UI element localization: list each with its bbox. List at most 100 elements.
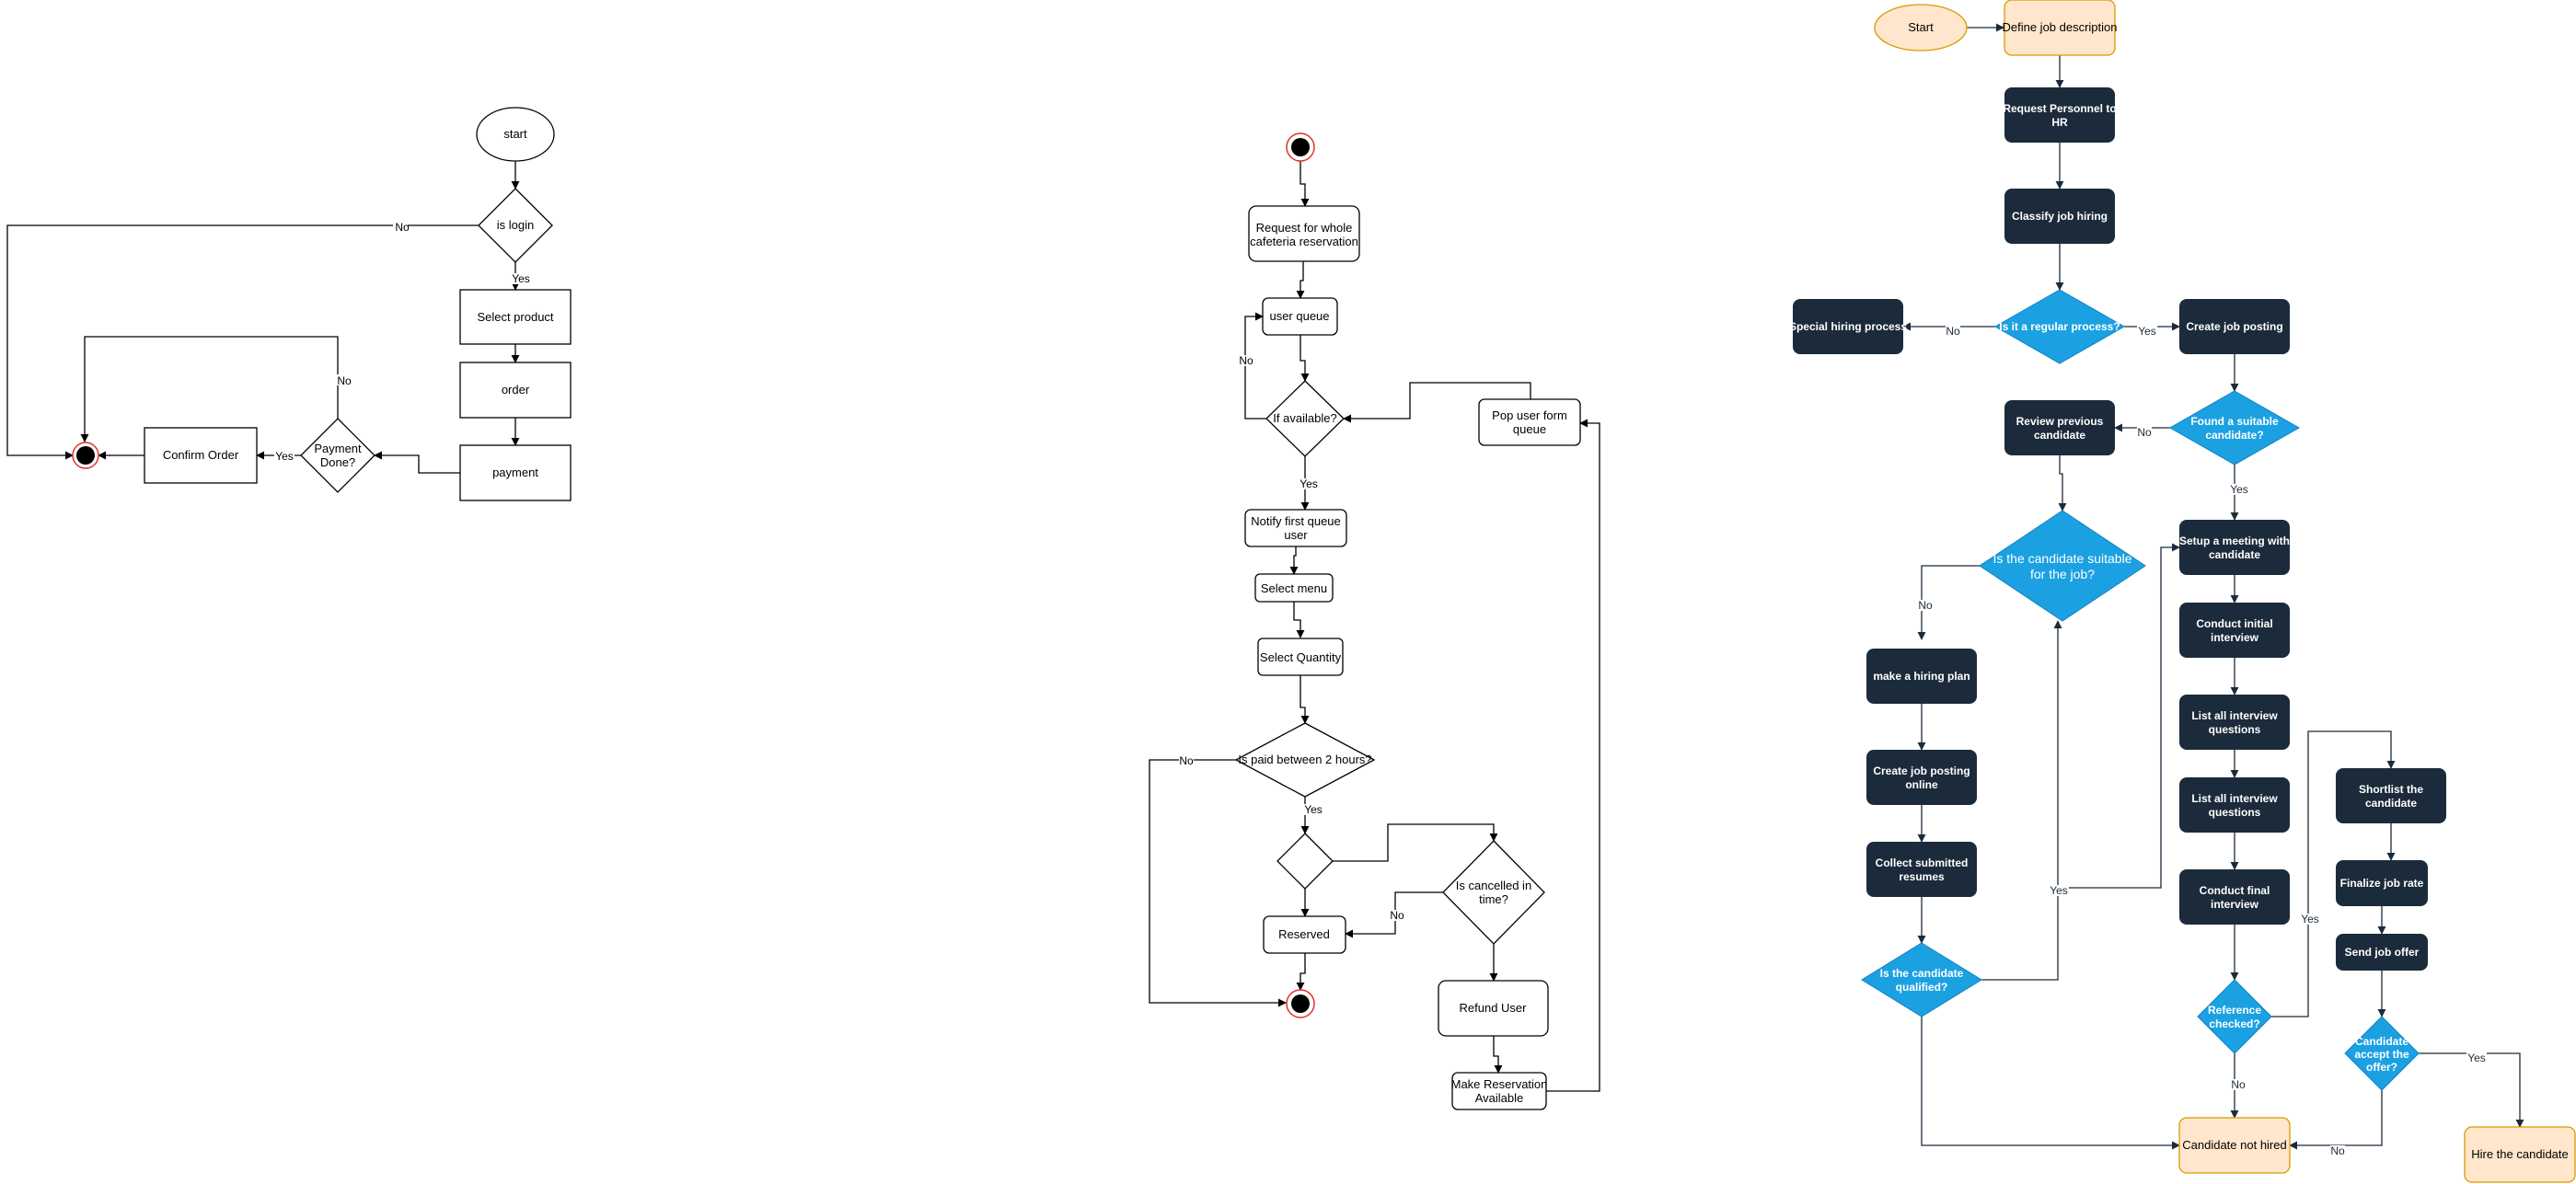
edge-qualified-nothired (1921, 1017, 2180, 1150)
if-available-decision (1265, 380, 1345, 457)
reference-checked-line1: Reference (2208, 1004, 2261, 1017)
is-suitable-line1: Is the candidate suitable (1993, 551, 2132, 566)
payment-node (459, 444, 572, 501)
edge-label-bg (1918, 600, 1933, 611)
edge-label-bg (2229, 484, 2249, 495)
initial-interview-line1: Conduct initial (2196, 617, 2272, 630)
initial-interview-node (2179, 603, 2290, 658)
edge-suitable-plan (1917, 565, 1984, 640)
edge-start-request (1300, 161, 1310, 207)
reserved-node (1263, 915, 1346, 954)
order-label: order (502, 383, 530, 397)
is-qualified-line2: qualified? (1896, 981, 1948, 994)
edge-label-no-login: No (395, 221, 410, 234)
request-personnel-line2: HR (2051, 116, 2068, 129)
classify-label: Classify job hiring (2012, 210, 2108, 223)
collect-resumes-line2: resumes (1899, 870, 1945, 883)
edge-label-yes-qualified: Yes (2050, 884, 2068, 897)
reserved-label: Reserved (1278, 927, 1330, 941)
request-node (1248, 205, 1360, 262)
edge-make-pop (1546, 419, 1600, 1092)
refund-label: Refund User (1460, 1001, 1528, 1015)
edge-label-bg (2137, 326, 2157, 337)
hiring-plan-label: make a hiring plan (1873, 670, 1970, 683)
select-quantity-node (1257, 638, 1344, 676)
finalize-rate-node (2336, 860, 2428, 906)
make-available-node (1451, 1072, 1547, 1110)
cafe-start-core (1291, 138, 1310, 156)
edge-queue-available (1300, 335, 1310, 382)
request-personnel-line1: Request Personnel to (2003, 102, 2116, 115)
collect-resumes-node (1866, 842, 1977, 897)
notify-line2: user (1284, 528, 1308, 542)
finalize-rate-label: Finalize job rate (2340, 877, 2424, 890)
request-line1: Request for whole (1256, 221, 1353, 235)
is-qualified-line1: Is the candidate (1880, 967, 1964, 980)
user-queue-label: user queue (1269, 309, 1329, 323)
is-regular-decision (1993, 289, 2126, 364)
edge-label-no-regular: No (1946, 325, 1960, 338)
hire-node (2464, 1126, 2576, 1183)
cafeteria-flowchart-nodes: Request for whole cafeteria reservation … (1179, 132, 1581, 1110)
pop-user-node (1478, 398, 1581, 446)
shopping-flowchart-nodes: start is login Select product order paym… (72, 107, 572, 501)
final-interview-line1: Conduct final (2200, 884, 2270, 897)
cafe-end-core (1291, 994, 1310, 1013)
is-cancelled-line1: Is cancelled in (1456, 879, 1531, 892)
edge-label-no-payment: No (337, 374, 352, 387)
edge-paid-no (1149, 759, 1287, 1007)
end-node-core (76, 446, 95, 465)
review-previous-line1: Review previous (2016, 415, 2104, 428)
accept-offer-line2: accept the (2354, 1048, 2409, 1061)
create-posting-label: Create job posting (2186, 320, 2282, 333)
select-menu-label: Select menu (1261, 581, 1327, 595)
start-node (476, 107, 555, 162)
edge-label-no-found: No (2137, 426, 2152, 439)
collect-resumes-line1: Collect submitted (1876, 856, 1969, 869)
edge-label-yes-accept: Yes (2467, 1052, 2486, 1064)
is-cancelled-line2: time? (1479, 892, 1508, 906)
create-posting-node (2179, 299, 2290, 354)
reference-checked-decision (2197, 979, 2272, 1054)
edge-label-yes-paid: Yes (1304, 803, 1323, 816)
edge-done-no (80, 336, 339, 443)
hiring-plan-node (1866, 649, 1977, 704)
not-hired-label: Candidate not hired (2182, 1138, 2286, 1152)
notify-node (1244, 509, 1347, 547)
select-quantity-label: Select Quantity (1260, 650, 1342, 664)
cafeteria-flowchart-edges (1149, 161, 1600, 1092)
initial-interview-line2: interview (2211, 631, 2259, 644)
edge-available-no (1244, 312, 1268, 420)
select-product-node (459, 289, 572, 345)
edge-label-bg (1946, 326, 1960, 337)
edge-accept-hire (2419, 1052, 2524, 1128)
posting-online-line1: Create job posting (1873, 764, 1970, 777)
edge-label-no-accept: No (2330, 1144, 2345, 1157)
edge-request-queue (1296, 261, 1305, 299)
is-login-label: is login (497, 218, 534, 232)
pop-user-line2: queue (1513, 422, 1546, 436)
list-questions-2-node (2179, 777, 2290, 833)
edge-label-bg (2300, 914, 2320, 925)
payment-done-decision (300, 418, 375, 493)
edge-label-bg (2049, 885, 2069, 896)
edge-label-bg (2231, 1079, 2246, 1090)
setup-meeting-line1: Setup a meeting with (2179, 535, 2290, 547)
edge-label-bg (511, 273, 531, 284)
edge-payment-done (374, 451, 460, 474)
edge-label-no-cancelled: No (1390, 909, 1404, 922)
order-node (459, 362, 572, 419)
edge-label-bg (1179, 755, 1194, 766)
is-paid-label: Is paid between 2 hours? (1238, 753, 1371, 766)
shortlist-line1: Shortlist the (2359, 783, 2423, 796)
list-questions-2-line1: List all interview (2191, 792, 2278, 805)
accept-offer-line3: offer? (2366, 1061, 2397, 1074)
list-questions-1-line2: questions (2209, 723, 2261, 736)
list-questions-1-node (2179, 695, 2290, 750)
edge-label-bg (1299, 478, 1319, 489)
shopping-flowchart (6, 161, 520, 474)
select-product-label: Select product (477, 310, 553, 324)
edge-label-bg (274, 451, 295, 462)
edge-reserved-end (1296, 953, 1306, 991)
refund-node (1438, 980, 1549, 1037)
